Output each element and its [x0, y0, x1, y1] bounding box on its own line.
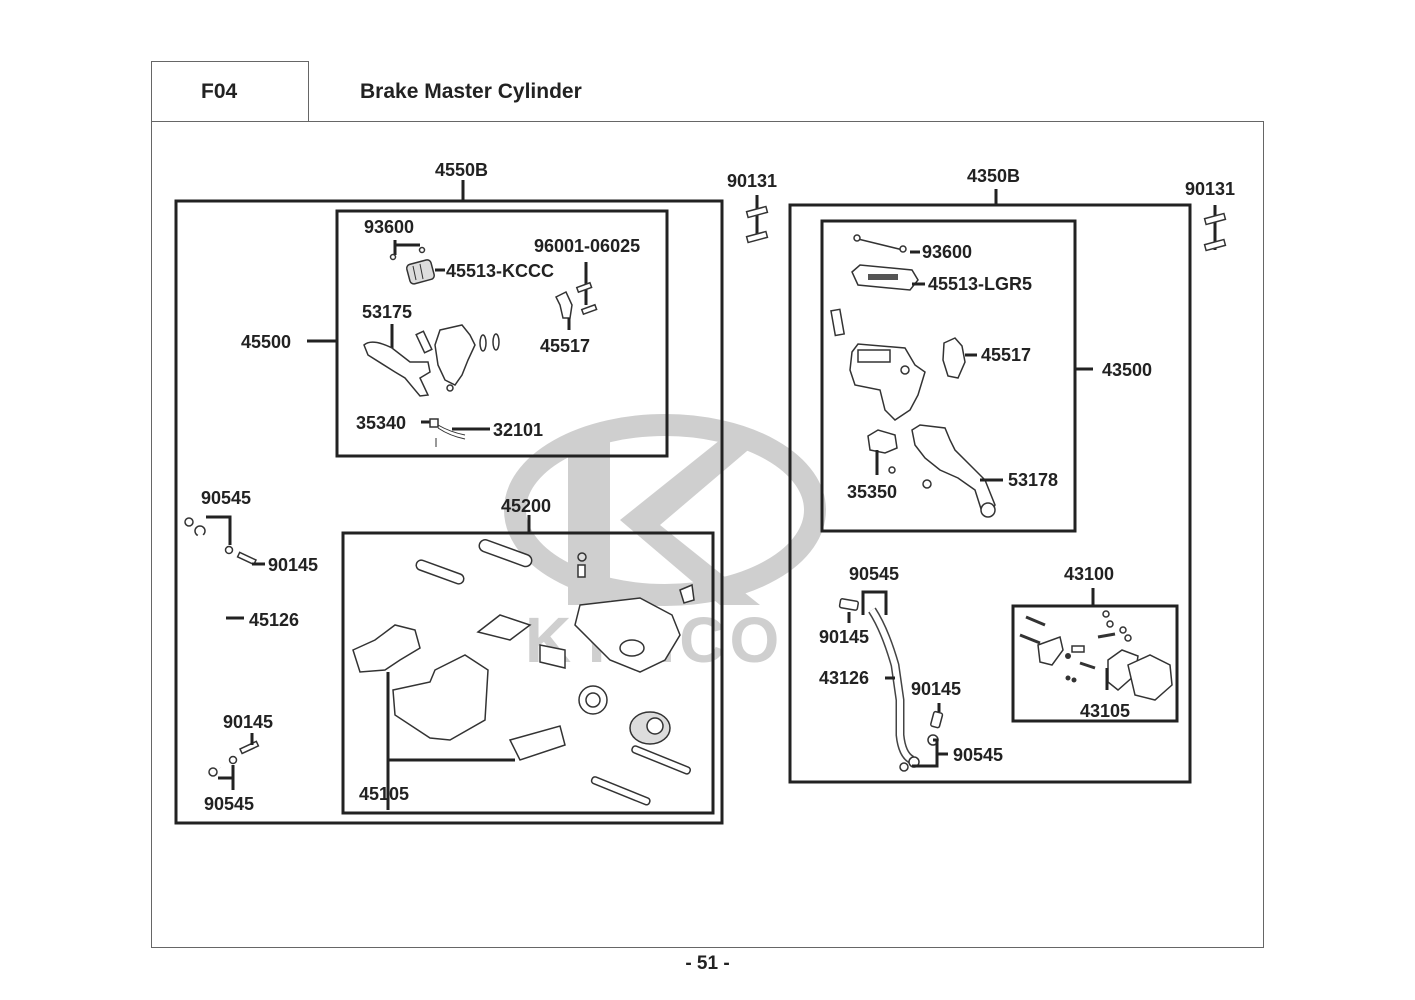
caliper-parts-icon: [352, 539, 695, 806]
part-label-90545-right-bottom[interactable]: 90545: [953, 745, 1003, 765]
banjo-bolt-icon: [838, 598, 944, 729]
part-label-43126[interactable]: 43126: [819, 668, 869, 688]
part-label-4550B[interactable]: 4550B: [435, 160, 488, 180]
part-label-35350[interactable]: 35350: [847, 482, 897, 502]
part-label-45513-KCCC[interactable]: 45513-KCCC: [446, 261, 554, 281]
left-caliper-box: [341, 531, 715, 815]
part-label-96001-06025[interactable]: 96001-06025: [534, 236, 640, 256]
part-label-90131-right[interactable]: 90131: [1185, 179, 1235, 199]
brake-lever-icon: [363, 341, 431, 397]
part-label-43105[interactable]: 43105: [1080, 701, 1130, 721]
page-number: - 51 -: [685, 953, 730, 974]
reservoir-cap-icon: [851, 264, 919, 291]
section-code-cell: [151, 61, 309, 121]
reservoir-cap-icon: [405, 259, 435, 285]
part-label-90545-left-bottom[interactable]: 90545: [204, 794, 254, 814]
right-caliper-box: [1011, 604, 1179, 723]
holder-clamp-icon: [942, 337, 966, 379]
part-label-53178[interactable]: 53178: [1008, 470, 1058, 490]
right-master-cylinder-box: [820, 219, 1077, 533]
screw-icon: [853, 234, 907, 253]
brake-hose-icon: [184, 517, 238, 777]
part-label-90145-left-top[interactable]: 90145: [268, 555, 318, 575]
part-label-4350B[interactable]: 4350B: [967, 166, 1020, 186]
part-label-93600-right[interactable]: 93600: [922, 242, 972, 262]
section-title: Brake Master Cylinder: [360, 80, 582, 103]
caliper-parts-icon: [1019, 610, 1173, 701]
part-label-32101[interactable]: 32101: [493, 420, 543, 440]
right-assembly: 4350B 43500 93600 45513-LGR5 45517: [788, 166, 1192, 784]
mount-bolts-right: 90131: [1185, 179, 1235, 252]
part-label-35340[interactable]: 35340: [356, 413, 406, 433]
part-label-45517-right[interactable]: 45517: [981, 345, 1031, 365]
part-label-45513-LGR5[interactable]: 45513-LGR5: [928, 274, 1032, 294]
part-label-90145-right-bottom[interactable]: 90145: [911, 679, 961, 699]
master-cylinder-body-icon: [830, 308, 926, 421]
part-label-93600[interactable]: 93600: [364, 217, 414, 237]
bolt-icon: [745, 205, 769, 244]
screw-icon: [389, 246, 426, 261]
section-code: F04: [201, 80, 238, 103]
banjo-bolt-icon: [236, 551, 260, 755]
bolt-icon: [1203, 212, 1227, 252]
brake-switch-icon: [429, 418, 466, 447]
part-label-90145-left-bottom[interactable]: 90145: [223, 712, 273, 732]
part-label-43100[interactable]: 43100: [1064, 564, 1114, 584]
part-label-45500[interactable]: 45500: [241, 332, 291, 352]
part-label-45517-left[interactable]: 45517: [540, 336, 590, 356]
part-label-90545-right-top[interactable]: 90545: [849, 564, 899, 584]
part-label-43500[interactable]: 43500: [1102, 360, 1152, 380]
holder-clamp-icon: [554, 290, 573, 319]
left-master-cylinder-box: [335, 209, 669, 458]
part-label-45200[interactable]: 45200: [501, 496, 551, 516]
right-assembly-box: [788, 203, 1192, 784]
part-label-45105[interactable]: 45105: [359, 784, 409, 804]
part-label-90545-left-top[interactable]: 90545: [201, 488, 251, 508]
part-label-90145-right-top[interactable]: 90145: [819, 627, 869, 647]
left-assembly-box: [174, 199, 724, 825]
brake-hose-icon: [868, 607, 939, 772]
left-assembly: 4550B 45500 93600 45513-KCCC 96001-06025…: [174, 160, 724, 825]
part-label-90131-left[interactable]: 90131: [727, 171, 777, 191]
brake-switch-icon: [867, 429, 898, 474]
part-label-53175[interactable]: 53175: [362, 302, 412, 322]
diagram-frame: [151, 121, 1264, 948]
master-cylinder-body-icon: [415, 324, 500, 392]
brake-lever-icon: [911, 424, 996, 518]
part-label-45126[interactable]: 45126: [249, 610, 299, 630]
mount-bolts-left: 90131: [727, 171, 777, 244]
bolt-icon: [575, 281, 598, 316]
